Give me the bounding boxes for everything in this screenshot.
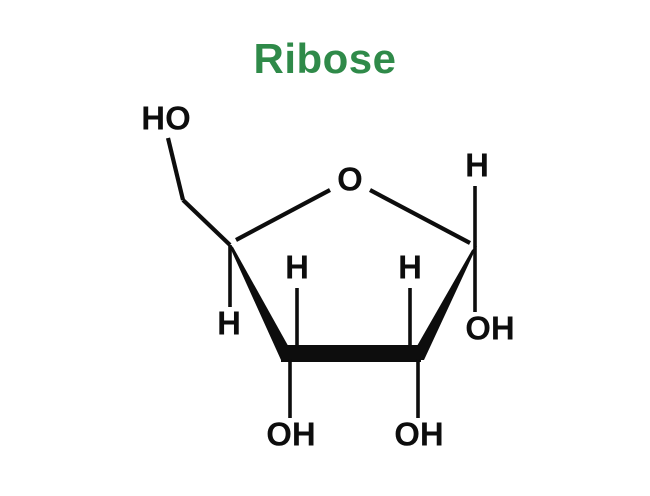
label-c1-hydrogen: H: [465, 147, 489, 184]
label-hydroxymethyl-oh: HO: [141, 100, 191, 137]
label-c4-hydrogen: H: [217, 305, 241, 342]
label-c3-hydroxyl: OH: [266, 416, 316, 453]
bond-c4-ch2: [181, 198, 232, 247]
bond-c4-c3-wedge: [228, 243, 296, 360]
label-c3-hydrogen: H: [285, 249, 309, 286]
label-ring-oxygen: O: [337, 161, 363, 198]
bond-c2-c1-wedge: [409, 246, 477, 360]
label-c2-hydroxyl: OH: [394, 416, 444, 453]
bond-ringO-c4: [235, 188, 331, 242]
bond-c3-c2-front: [281, 345, 421, 362]
bond-ringO-c1: [369, 188, 471, 245]
page-title: Ribose: [253, 35, 397, 82]
bond-ch2-oh: [165, 137, 186, 201]
label-c2-hydrogen: H: [398, 249, 422, 286]
label-c1-hydroxyl: OH: [465, 310, 515, 347]
